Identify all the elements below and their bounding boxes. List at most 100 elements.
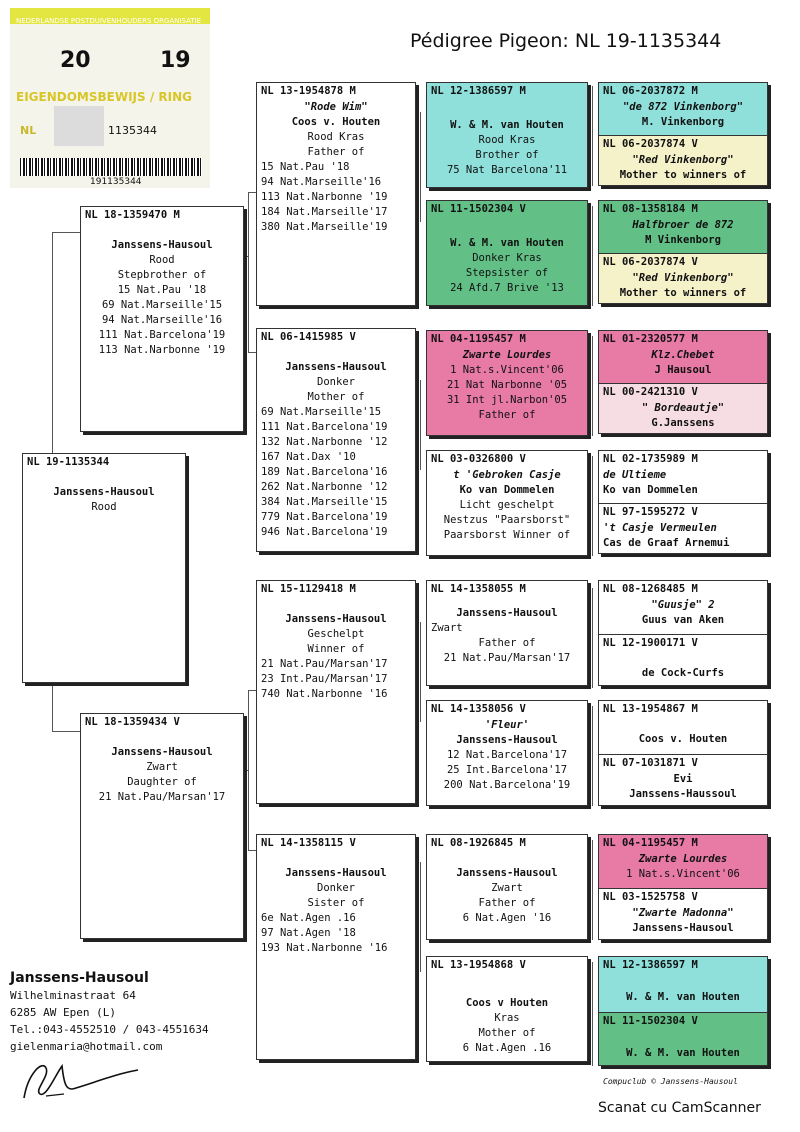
ring-number: NL 14-1358115 V [261,837,356,849]
great-grand-dam: NL 97-1595272 V 't Casje Vermeulen Cas d… [599,503,767,553]
ring-number: NL 18-1359434 V [85,716,180,728]
ring-number: NL 01-2320577 M [603,333,698,345]
breeder: W. & M. van Houten [626,1047,740,1059]
ring-number: NL 08-1926845 M [431,837,526,849]
relation: Winner of [307,643,365,655]
pigeon-name: "Rode Wim" [304,101,368,113]
breeder: de Cock-Curfs [641,667,725,679]
pigeon-name: 't Casje Vermeulen [603,522,717,534]
result: 25 Int.Barcelona'17 [446,764,568,776]
great-grand-sire: NL 08-1358184 M Halfbroer de 872 M Vinke… [599,201,767,253]
connector [592,706,593,806]
result: 1 Nat.s.Vincent'06 [626,868,740,880]
great-grand-dam: NL 03-1525758 V "Zwarte Madonna" Janssen… [599,888,767,939]
breeder: Janssens-Hausoul [285,867,387,879]
page-title: Pédigree Pigeon: NL 19-1135344 [410,30,722,52]
pedigree-box-sdd: NL 03-0326800 V t 'Gebroken Casje Ko van… [426,450,588,556]
connector [592,336,593,436]
owner-email: gielenmaria@hotmail.com [10,1040,163,1053]
ring-number: NL 04-1195457 M [603,837,698,849]
pedigree-box-ddd: NL 13-1954868 V Coos v Houten Kras Mothe… [426,956,588,1062]
pedigree-box-pigeon: NL 19-1135344 Janssens-Hausoul Rood [22,453,186,683]
ring-number: NL 18-1359470 M [85,209,180,221]
color: Donker Kras [472,252,542,264]
ring-number: NL 14-1358056 V [431,703,526,715]
great-grand-sire: NL 06-2037872 M "de 872 Vinkenborg" M. V… [599,83,767,135]
great-grand-dam: NL 06-2037874 V "Red Vinkenborg" Mother … [599,135,767,185]
breeder: W. & M. van Houten [450,119,564,131]
result: 6e Nat.Agen .16 [261,912,356,924]
breeder: Janssens-Hausoul [111,239,213,251]
pedigree-box-g3: NL 01-2320577 M Klz.Chebet J Hausoul NL … [598,330,768,434]
pigeon-name: Zwarte Lourdes [638,853,728,865]
ring-number: NL 02-1735989 M [603,453,698,465]
color: Rood Kras [478,134,536,146]
color: Rood [149,254,175,266]
color: Kras [494,1012,520,1024]
ring-number: NL 12-1900171 V [603,637,698,649]
ring-number: NL 19-1135344 [27,456,110,468]
pedigree-box-g1: NL 06-2037872 M "de 872 Vinkenborg" M. V… [598,82,768,186]
owner-phone: Tel.:043-4552510 / 043-4551634 [10,1023,209,1036]
great-grand-dam: NL 12-1900171 V de Cock-Curfs [599,634,767,685]
breeder: Coos v. Houten [291,116,381,128]
relation: Mother of [307,391,365,403]
great-grand-dam: NL 07-1031871 V Evi Janssens-Haussoul [599,754,767,805]
pedigree-box-g6: NL 13-1954867 M Coos v. Houten NL 07-103… [598,700,768,806]
breeder: Janssens-Hausoul [285,613,387,625]
ring-number: NL 03-1525758 V [603,891,698,903]
ring-number: NL 04-1195457 M [431,333,526,345]
ring-certificate-card: NEDERLANDSE POSTDUIVENHOUDERS ORGANISATI… [10,8,210,188]
connector [248,690,256,691]
breeder: Janssens-Hausoul [111,746,213,758]
ring-number: NL 08-1268485 M [603,583,698,595]
card-band: NEDERLANDSE POSTDUIVENHOUDERS ORGANISATI… [10,8,210,25]
connector [52,731,80,732]
pedigree-box-g4: NL 02-1735989 M de Ultieme Ko van Dommel… [598,450,768,554]
color: Donker [317,882,355,894]
relation: Daughter of [127,776,197,788]
pedigree-box-sire-sire: NL 13-1954878 M "Rode Wim" Coos v. Houte… [256,82,416,306]
result: 31 Int jl.Narbon'05 [446,394,568,406]
connector [592,206,593,306]
relation: Father of [478,409,536,421]
connector [248,352,256,353]
great-grand-sire: NL 12-1386597 M W. & M. van Houten [599,957,767,1012]
ring-number: NL 12-1386597 M [431,85,526,97]
signature-icon [23,1063,139,1099]
pigeon-name: Klz.Chebet [651,349,715,361]
breeder: Janssens-Hausoul [456,867,558,879]
result: 380 Nat.Marseille'19 [261,221,388,233]
pedigree-box-g2: NL 08-1358184 M Halfbroer de 872 M Vinke… [598,200,768,304]
scanner-watermark: Scanat cu CamScanner [598,1100,761,1116]
breeder: Cas de Graaf Arnemui [603,537,730,549]
ring-number: NL 06-2037874 V [603,256,698,268]
result: 94 Nat.Marseille'16 [101,314,223,326]
pigeon-name: "Guusje" 2 [651,599,715,611]
pedigree-box-dds: NL 08-1926845 M Janssens-Hausoul Zwart F… [426,834,588,940]
pigeon-name: t 'Gebroken Casje [453,469,561,481]
pigeon-name: "Red Vinkenborg" [632,154,734,166]
result: 21 Nat.Pau/Marsan'17 [261,658,388,670]
breeder: Ko van Dommelen [459,484,555,496]
ring-number: NL 14-1358055 M [431,583,526,595]
pigeon-name: Zwarte Lourdes [462,349,552,361]
breeder: G.Janssens [651,417,715,429]
color: Zwart [491,882,523,894]
result: 946 Nat.Barcelona'19 [261,526,388,538]
relation: Mother to winners of [619,287,747,299]
great-grand-sire: NL 01-2320577 M Klz.Chebet J Hausoul [599,331,767,383]
result: 21 Nat Narbonne '05 [446,379,568,391]
result: 111 Nat.Barcelona'19 [98,329,226,341]
relation: Father of [478,897,536,909]
breeder: Janssens-Hausoul [53,486,155,498]
relation: Paarsborst Winner of [443,529,571,541]
result: 189 Nat.Barcelona'16 [261,466,388,478]
great-grand-dam: NL 00-2421310 V " Bordeautje" G.Janssens [599,383,767,433]
result: 200 Nat.Barcelona'19 [443,779,571,791]
pigeon-name: de Ultieme [603,469,667,481]
pedigree-box-dsd: NL 14-1358056 V 'Fleur' Janssens-Hausoul… [426,700,588,806]
relation: Stepsister of [465,267,549,279]
pedigree-box-dam: NL 18-1359434 V Janssens-Hausoul Zwart D… [80,713,244,939]
pedigree-box-sire: NL 18-1359470 M Janssens-Hausoul Rood St… [80,206,244,432]
